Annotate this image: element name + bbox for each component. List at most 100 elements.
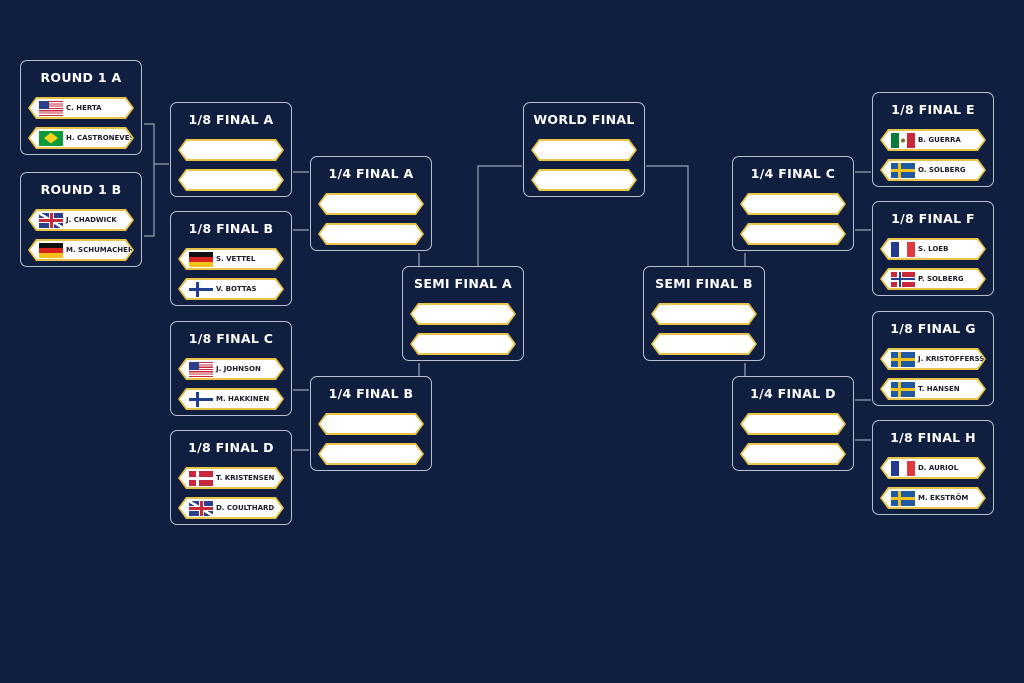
player-slot[interactable] xyxy=(410,333,516,355)
player-slot[interactable]: C. HERTA xyxy=(28,97,134,119)
player-slot[interactable]: B. GUERRA xyxy=(880,129,986,151)
match-title: 1/4 FINAL A xyxy=(328,166,414,181)
player-name: D. COULTHARD xyxy=(216,504,275,512)
player-name: P. SOLBERG xyxy=(918,275,964,283)
player-slot[interactable] xyxy=(178,169,284,191)
player-slot[interactable]: J. CHADWICK xyxy=(28,209,134,231)
player-name: V. BOTTAS xyxy=(216,285,257,293)
player-slot[interactable]: H. CASTRONEVES xyxy=(28,127,134,149)
player-slot[interactable]: M. SCHUMACHER xyxy=(28,239,134,261)
match-title: 1/8 FINAL E xyxy=(891,102,975,117)
germany-flag-icon xyxy=(39,243,63,258)
match-title: SEMI FINAL A xyxy=(414,276,512,291)
usa-flag-icon xyxy=(189,362,213,377)
player-slot[interactable]: T. HANSEN xyxy=(880,378,986,400)
uk-flag-icon xyxy=(189,501,213,516)
player-name: T. HANSEN xyxy=(918,385,960,393)
player-slot[interactable] xyxy=(740,223,846,245)
player-slot[interactable] xyxy=(740,443,846,465)
player-name: O. SOLBERG xyxy=(918,166,966,174)
player-name: M. EKSTRÖM xyxy=(918,494,969,502)
player-slot[interactable]: S. VETTEL xyxy=(178,248,284,270)
match-eighth-final-f: 1/8 FINAL F S. LOEB P. SOLBERG xyxy=(872,201,994,296)
france-flag-icon xyxy=(891,461,915,476)
match-round-1-b: ROUND 1 B J. CHADWICK M. SCHUMACHER xyxy=(20,172,142,267)
match-title: 1/8 FINAL B xyxy=(188,221,274,236)
match-world-final: WORLD FINAL xyxy=(523,102,645,197)
match-eighth-final-a: 1/8 FINAL A xyxy=(170,102,292,197)
player-name: J. CHADWICK xyxy=(66,216,117,224)
match-title: ROUND 1 A xyxy=(40,70,122,85)
uk-flag-icon xyxy=(39,213,63,228)
match-title: ROUND 1 B xyxy=(40,182,122,197)
player-slot[interactable] xyxy=(318,413,424,435)
player-name: M. HAKKINEN xyxy=(216,395,270,403)
match-round-1-a: ROUND 1 A C. HERTA H. CASTRONEVES xyxy=(20,60,142,155)
match-title: 1/8 FINAL G xyxy=(890,321,976,336)
player-name: S. VETTEL xyxy=(216,255,256,263)
match-title: 1/8 FINAL A xyxy=(188,112,274,127)
player-slot[interactable] xyxy=(740,413,846,435)
france-flag-icon xyxy=(891,242,915,257)
match-eighth-final-c: 1/8 FINAL C J. JOHNSON M. HAKKINEN xyxy=(170,321,292,416)
player-name: J. KRISTOFFERSSON xyxy=(918,355,997,363)
germany-flag-icon xyxy=(189,252,213,267)
player-slot[interactable]: J. JOHNSON xyxy=(178,358,284,380)
norway-flag-icon xyxy=(891,272,915,287)
player-name: S. LOEB xyxy=(918,245,949,253)
match-semi-final-a: SEMI FINAL A xyxy=(402,266,524,361)
match-quarter-final-c: 1/4 FINAL C xyxy=(732,156,854,251)
match-title: 1/4 FINAL B xyxy=(328,386,414,401)
player-slot[interactable] xyxy=(318,193,424,215)
player-slot[interactable]: V. BOTTAS xyxy=(178,278,284,300)
match-eighth-final-e: 1/8 FINAL E B. GUERRA O. SOLBERG xyxy=(872,92,994,187)
player-slot[interactable] xyxy=(531,139,637,161)
player-slot[interactable]: D. COULTHARD xyxy=(178,497,284,519)
match-eighth-final-d: 1/8 FINAL D T. KRISTENSEN D. COULTHARD xyxy=(170,430,292,525)
sweden-flag-icon xyxy=(891,163,915,178)
match-title: 1/8 FINAL C xyxy=(188,331,274,346)
player-slot[interactable]: M. HAKKINEN xyxy=(178,388,284,410)
match-eighth-final-h: 1/8 FINAL H D. AURIOL M. EKSTRÖM xyxy=(872,420,994,515)
match-title: 1/8 FINAL H xyxy=(890,430,976,445)
match-title: 1/8 FINAL D xyxy=(188,440,274,455)
match-title: WORLD FINAL xyxy=(533,112,635,127)
match-eighth-final-b: 1/8 FINAL B S. VETTEL V. BOTTAS xyxy=(170,211,292,306)
player-slot[interactable]: T. KRISTENSEN xyxy=(178,467,284,489)
player-slot[interactable] xyxy=(318,443,424,465)
sweden-flag-icon xyxy=(891,491,915,506)
match-eighth-final-g: 1/8 FINAL G J. KRISTOFFERSSON T. HANSEN xyxy=(872,311,994,406)
match-quarter-final-b: 1/4 FINAL B xyxy=(310,376,432,471)
sweden-flag-icon xyxy=(891,352,915,367)
match-semi-final-b: SEMI FINAL B xyxy=(643,266,765,361)
match-title: SEMI FINAL B xyxy=(655,276,753,291)
player-slot[interactable]: S. LOEB xyxy=(880,238,986,260)
player-slot[interactable]: M. EKSTRÖM xyxy=(880,487,986,509)
player-slot[interactable] xyxy=(410,303,516,325)
denmark-flag-icon xyxy=(189,471,213,486)
player-name: D. AURIOL xyxy=(918,464,959,472)
match-title: 1/8 FINAL F xyxy=(891,211,975,226)
player-slot[interactable]: D. AURIOL xyxy=(880,457,986,479)
finland-flag-icon xyxy=(189,392,213,407)
player-slot[interactable]: P. SOLBERG xyxy=(880,268,986,290)
mexico-flag-icon xyxy=(891,133,915,148)
player-slot[interactable] xyxy=(651,333,757,355)
player-slot[interactable]: J. KRISTOFFERSSON xyxy=(880,348,986,370)
player-name: B. GUERRA xyxy=(918,136,961,144)
player-slot[interactable] xyxy=(531,169,637,191)
finland-flag-icon xyxy=(189,282,213,297)
usa-flag-icon xyxy=(39,101,63,116)
player-name: H. CASTRONEVES xyxy=(66,134,135,142)
player-slot[interactable]: O. SOLBERG xyxy=(880,159,986,181)
brazil-flag-icon xyxy=(39,131,63,146)
match-title: 1/4 FINAL D xyxy=(750,386,836,401)
player-slot[interactable] xyxy=(651,303,757,325)
player-name: T. KRISTENSEN xyxy=(216,474,275,482)
sweden-flag-icon xyxy=(891,382,915,397)
player-slot[interactable] xyxy=(178,139,284,161)
player-slot[interactable] xyxy=(740,193,846,215)
player-name: C. HERTA xyxy=(66,104,102,112)
player-slot[interactable] xyxy=(318,223,424,245)
